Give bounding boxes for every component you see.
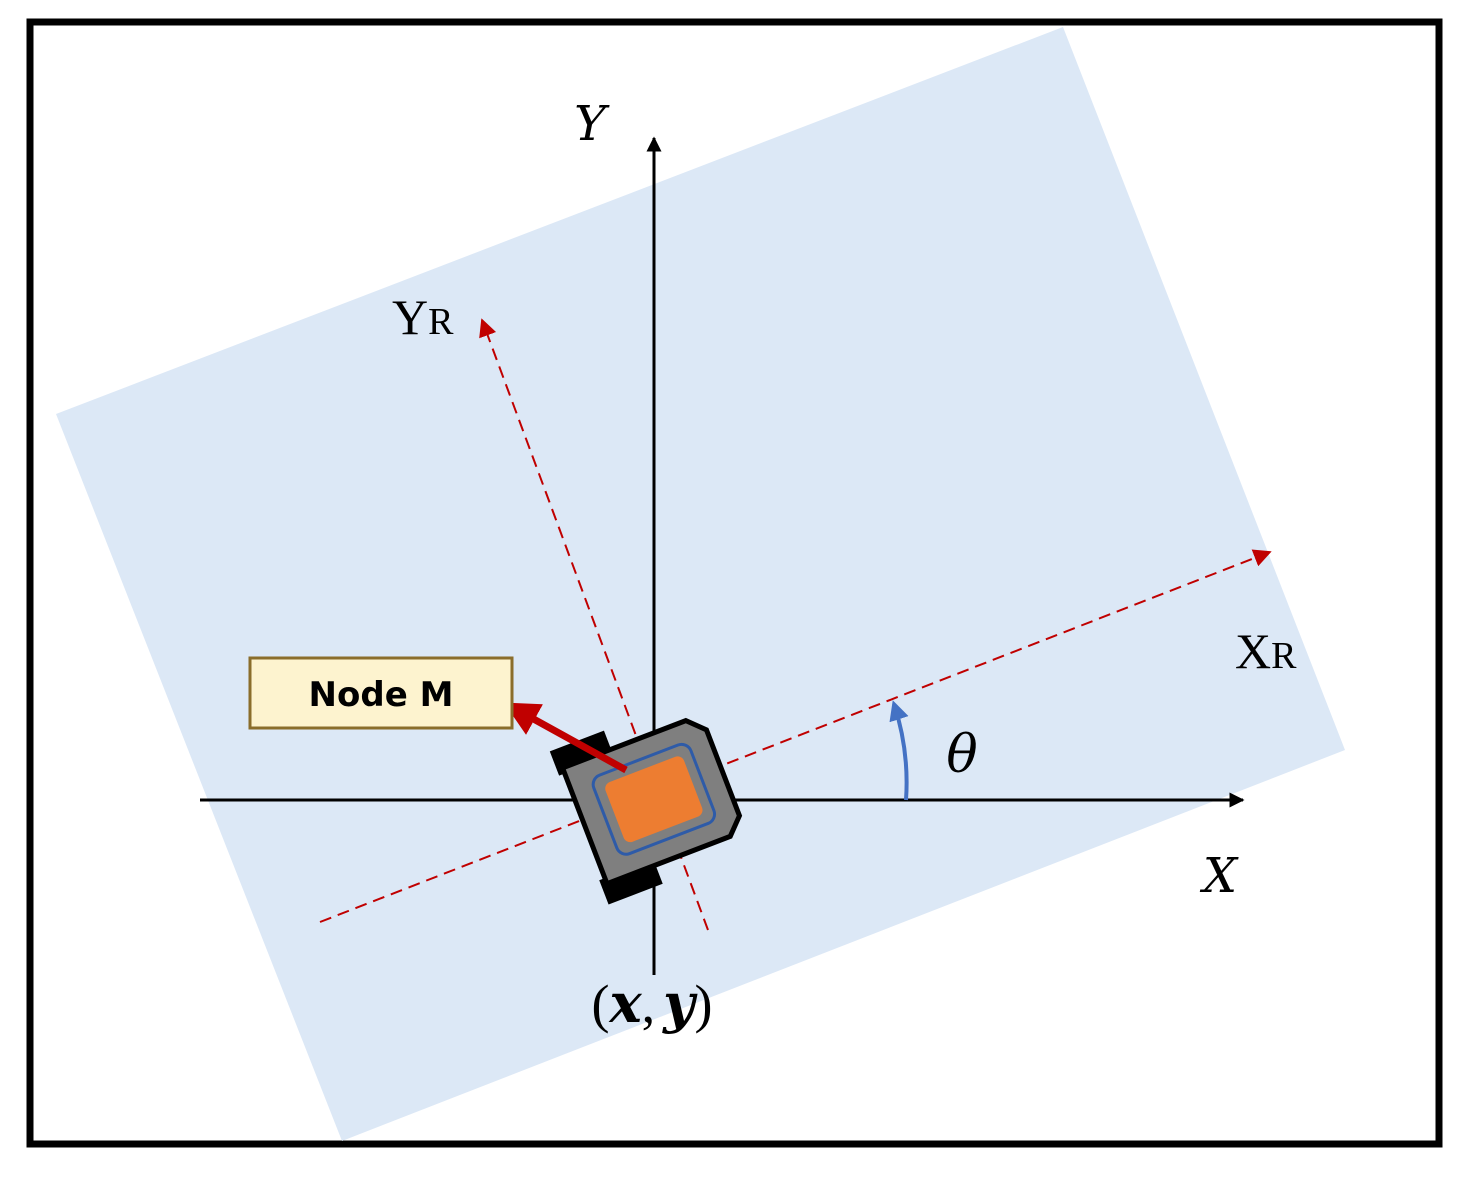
robot-core-outline (591, 742, 717, 856)
heading-arrow (503, 702, 628, 774)
node-box (248, 656, 514, 730)
robot-x-label: XR (1235, 623, 1297, 679)
robot-y-label: YR (392, 289, 454, 345)
robot-frame-field (56, 27, 1345, 1141)
position-comma: , (642, 974, 656, 1034)
position-open: ( (591, 974, 609, 1034)
robot-core (605, 756, 703, 843)
position-y: y (662, 971, 698, 1035)
robot-y-label-sub: R (428, 301, 454, 343)
position-close: ) (695, 974, 713, 1034)
robot-x-label-sub: R (1271, 635, 1297, 677)
world-y-label: Y (574, 96, 610, 152)
position-x: x (608, 971, 642, 1035)
node-label: Node M (309, 675, 454, 715)
robot-x-label-main: X (1235, 623, 1271, 679)
robot-y-axis (479, 318, 709, 931)
robot-y-label-main: Y (392, 289, 428, 345)
theta-arc (889, 700, 909, 801)
theta-label: θ (946, 725, 977, 785)
world-x-label: X (1199, 848, 1239, 904)
position-label: (x,y) (591, 971, 712, 1035)
